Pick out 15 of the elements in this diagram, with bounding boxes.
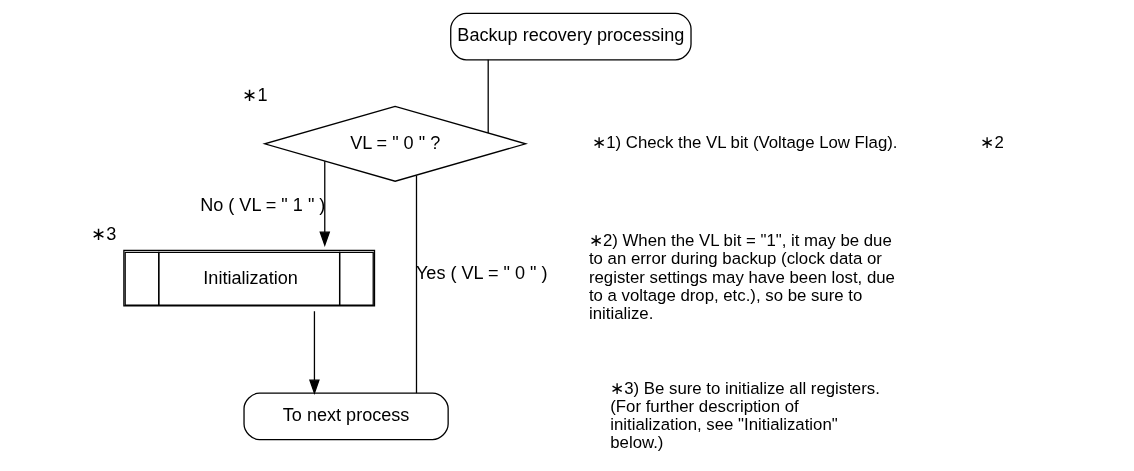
edge-label: No ( VL = " 1 " ) [200,195,326,216]
node-box: To next process [243,392,449,441]
label: ∗1) Check the VL bit (Voltage Low Flag). [592,133,898,153]
label: ∗3) Be sure to initialize all registers. (For further description of initialization, see "Initialization" below.) [610,378,880,452]
edge-label: Yes ( VL = " 0 " ) [415,263,548,284]
label: ∗2 [980,133,1004,153]
arrow [319,160,331,248]
node-label: ∗3 [91,224,117,245]
connector [415,174,418,394]
node-label: ∗1 [242,85,268,106]
connector [487,59,489,134]
arrow [309,310,320,395]
label: ∗2) When the VL bit = "1", it may be due to an error during backup (clock data or register settings may have been lost, due to a voltage drop, etc.), so be sure to initialize. [588,231,895,323]
node-diamond: VL = " 0 " ? [262,105,528,182]
node-box: Backup recovery processing [450,12,692,61]
